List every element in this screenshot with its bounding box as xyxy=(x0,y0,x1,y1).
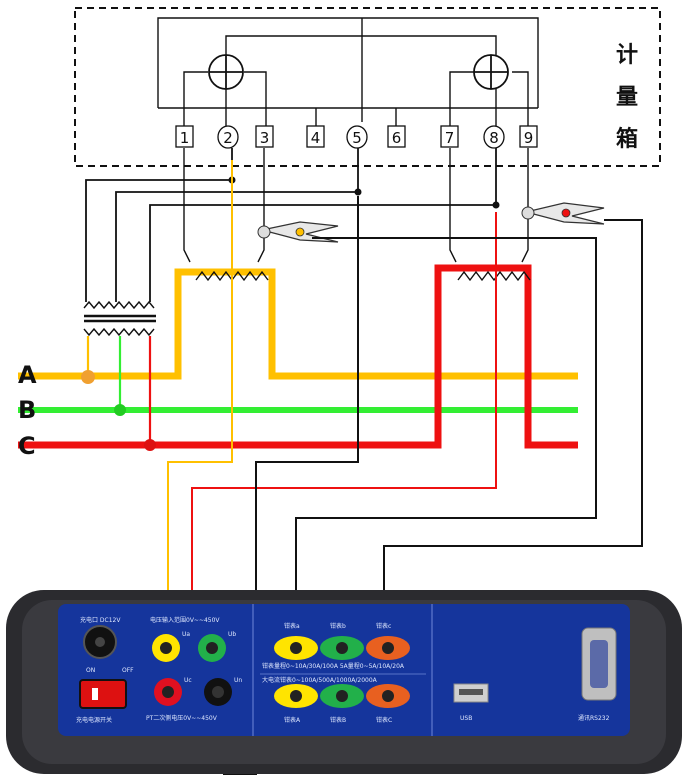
power-switch[interactable] xyxy=(79,679,127,709)
lead-ua-yellow xyxy=(167,160,233,648)
terminal-4 xyxy=(306,125,325,148)
pt-wiring xyxy=(85,148,497,302)
clamp-socket-C-big[interactable] xyxy=(366,684,410,708)
ct-coil-c xyxy=(449,148,531,282)
phase-label-a: A xyxy=(18,361,37,389)
clamp-c-cable xyxy=(383,219,643,648)
clamp-a xyxy=(257,221,339,243)
terminal-2 xyxy=(217,125,239,149)
rs232-port[interactable] xyxy=(581,627,617,701)
phase-label-b: B xyxy=(18,396,36,424)
terminal-8 xyxy=(483,125,505,149)
rs232-label: 通讯RS232 xyxy=(578,714,610,722)
ub-label: Ub xyxy=(228,631,236,638)
ua-label: Ua xyxy=(182,631,190,638)
phase-a-line xyxy=(18,268,578,380)
terminal-row xyxy=(175,125,538,149)
charge-port-label: 充电口 DC12V xyxy=(80,616,121,624)
range-line-1: 钳表量程0~10A/30A/100A 5A量程0~5A/10A/20A xyxy=(262,662,405,670)
socket-ua[interactable] xyxy=(152,634,180,662)
svg-text:3: 3 xyxy=(260,129,270,147)
phase-c-line xyxy=(18,264,578,449)
clamp-top-label-c: 钳表c xyxy=(376,622,391,630)
clamp-socket-b[interactable] xyxy=(320,636,364,660)
phase-c-tap-dot xyxy=(144,439,156,451)
un-label: Un xyxy=(234,677,242,684)
meter-box-border xyxy=(74,7,661,167)
clamp-socket-a[interactable] xyxy=(274,636,318,660)
usb-label: USB xyxy=(460,715,472,722)
svg-text:6: 6 xyxy=(392,129,402,147)
svg-text:4: 4 xyxy=(311,129,321,147)
clamp-top-label-a: 钳表a xyxy=(284,622,300,630)
terminal-3 xyxy=(255,125,274,148)
meter-box-title: 计 量 箱 xyxy=(616,43,638,152)
meter-element-1 xyxy=(208,54,244,90)
clamp-bottom-label-a: 钳表A xyxy=(284,716,301,724)
phase-labels: A B C xyxy=(18,361,37,460)
socket-uc[interactable] xyxy=(154,678,182,706)
clamp-socket-B-big[interactable] xyxy=(320,684,364,708)
svg-text:1: 1 xyxy=(180,129,190,147)
range-line-2: 大电流钳表0~100A/500A/1000A/2000A xyxy=(262,676,378,684)
clamp-socket-c[interactable] xyxy=(366,636,410,660)
terminal-1 xyxy=(175,125,194,148)
tester-device: 充电口 DC12V ON OFF 充电电源开关 电压输入范围0V~~450V P… xyxy=(6,590,682,774)
clamp-top-label-b: 钳表b xyxy=(330,622,346,630)
on-label: ON xyxy=(86,667,95,674)
lead-uc-red xyxy=(191,212,497,690)
terminal-9 xyxy=(519,125,538,148)
meter-box-title-char-2: 量 xyxy=(616,85,638,110)
phase-label-c: C xyxy=(18,432,36,460)
clamp-socket-A-big[interactable] xyxy=(274,684,318,708)
meter-box-title-char-3: 箱 xyxy=(616,126,638,152)
pt-transformer xyxy=(83,300,156,337)
terminal-6 xyxy=(387,125,406,148)
svg-text:8: 8 xyxy=(489,129,499,147)
svg-text:9: 9 xyxy=(524,129,534,147)
clamp-bottom-label-c: 钳表C xyxy=(376,716,392,724)
phase-b-tap-dot xyxy=(114,404,126,416)
clamp-a-cable xyxy=(295,237,597,648)
voltage-range-label: 电压输入范围0V~~450V xyxy=(150,616,220,624)
terminal-7 xyxy=(440,125,459,148)
phase-a-tap-dot xyxy=(81,370,95,384)
ct-coil-a xyxy=(183,148,269,282)
meter-element-2 xyxy=(473,54,509,90)
pt-range-label: PT二次侧电压0V~~450V xyxy=(146,714,218,722)
uc-label: Uc xyxy=(184,677,192,684)
socket-un[interactable] xyxy=(204,678,232,706)
clamp-bottom-label-b: 钳表B xyxy=(330,716,346,724)
switch-label: 充电电源开关 xyxy=(76,716,112,724)
terminal-labels: 1 2 3 4 5 6 7 8 9 xyxy=(180,129,534,147)
usb-port[interactable] xyxy=(453,683,489,703)
off-label: OFF xyxy=(122,667,134,674)
socket-ub[interactable] xyxy=(198,634,226,662)
terminal-5 xyxy=(346,125,368,149)
clamp-c xyxy=(521,202,605,225)
meter-box-title-char-1: 计 xyxy=(616,43,638,68)
svg-text:2: 2 xyxy=(223,129,233,147)
svg-text:7: 7 xyxy=(445,129,455,147)
svg-text:5: 5 xyxy=(352,129,362,147)
